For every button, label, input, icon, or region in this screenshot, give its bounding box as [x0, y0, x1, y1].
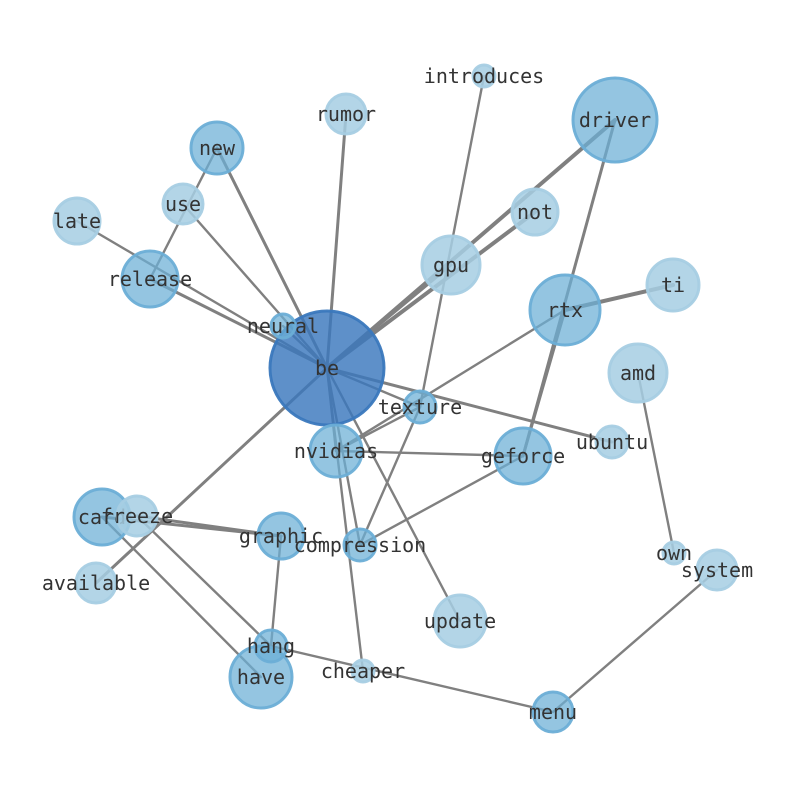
node-circle-hang	[253, 628, 289, 664]
node-be[interactable]: be	[268, 309, 386, 427]
node-circle-amd	[607, 342, 669, 404]
edge-card-have	[100, 515, 263, 679]
node-label-rumor: rumor	[316, 102, 376, 126]
node-neural[interactable]: neural	[247, 312, 319, 340]
node-ti[interactable]: ti	[645, 257, 701, 313]
node-label-not: not	[517, 200, 553, 224]
node-label-rtx: rtx	[547, 298, 583, 322]
node-circle-release	[120, 249, 180, 309]
node-ubuntu[interactable]: ubuntu	[576, 424, 648, 460]
node-circle-update	[432, 593, 488, 649]
node-label-use: use	[165, 192, 201, 216]
node-new[interactable]: new	[189, 120, 245, 176]
edge-hang-menu	[269, 644, 555, 714]
edge-rtx-nvidias	[334, 308, 567, 453]
node-label-own: own	[656, 541, 692, 565]
node-circle-ubuntu	[594, 424, 630, 460]
node-label-nvidias: nvidias	[294, 439, 378, 463]
node-circle-ti	[645, 257, 701, 313]
node-not[interactable]: not	[510, 187, 560, 237]
node-layer: bedriverrtxgeforcenvidiasreleasenewcardh…	[42, 63, 753, 734]
node-gpu[interactable]: gpu	[420, 234, 482, 296]
node-label-amd: amd	[620, 361, 656, 385]
node-label-hang: hang	[247, 634, 295, 658]
node-amd[interactable]: amd	[607, 342, 669, 404]
node-freeze[interactable]: freeze	[101, 494, 173, 538]
node-label-driver: driver	[579, 108, 651, 132]
node-update[interactable]: update	[424, 593, 496, 649]
node-late[interactable]: late	[52, 196, 102, 246]
node-label-available: available	[42, 571, 150, 595]
node-circle-texture	[402, 389, 438, 425]
node-circle-neural	[269, 312, 297, 340]
node-label-ubuntu: ubuntu	[576, 430, 648, 454]
node-label-update: update	[424, 609, 496, 633]
node-circle-nvidias	[308, 423, 364, 479]
edge-texture-compression	[358, 405, 422, 547]
node-label-introduces: introduces	[424, 64, 544, 88]
node-label-graphic: graphic	[239, 524, 323, 548]
node-label-menu: menu	[529, 700, 577, 724]
node-compression[interactable]: compression	[294, 527, 426, 563]
node-system[interactable]: system	[681, 548, 753, 592]
node-circle-available	[74, 561, 118, 605]
node-label-release: release	[108, 267, 192, 291]
node-circle-graphic	[256, 511, 306, 561]
node-cheaper[interactable]: cheaper	[321, 658, 405, 684]
node-circle-introduces	[471, 63, 497, 89]
node-label-cheaper: cheaper	[321, 659, 405, 683]
node-circle-driver	[571, 76, 659, 164]
edge-freeze-hang	[135, 514, 273, 648]
node-label-neural: neural	[247, 314, 319, 338]
node-geforce[interactable]: geforce	[481, 426, 565, 486]
node-circle-be	[268, 309, 386, 427]
node-circle-new	[189, 120, 245, 176]
node-circle-cheaper	[350, 658, 376, 684]
node-label-ti: ti	[661, 273, 685, 297]
node-graphic[interactable]: graphic	[239, 511, 323, 561]
node-driver[interactable]: driver	[571, 76, 659, 164]
node-introduces[interactable]: introduces	[424, 63, 544, 89]
edge-nvidias-geforce	[334, 449, 525, 458]
node-label-be: be	[315, 356, 339, 380]
node-label-gpu: gpu	[433, 253, 469, 277]
node-texture[interactable]: texture	[378, 389, 462, 425]
node-rtx[interactable]: rtx	[528, 273, 602, 347]
node-label-have: have	[237, 665, 285, 689]
node-circle-own	[661, 540, 687, 566]
edge-menu-system	[551, 568, 719, 714]
node-circle-freeze	[115, 494, 159, 538]
node-label-system: system	[681, 558, 753, 582]
node-circle-use	[161, 182, 205, 226]
node-own[interactable]: own	[656, 540, 692, 566]
node-use[interactable]: use	[161, 182, 205, 226]
node-circle-compression	[342, 527, 378, 563]
edge-amd-own	[636, 371, 676, 555]
node-circle-not	[510, 187, 560, 237]
node-label-late: late	[53, 209, 101, 233]
node-release[interactable]: release	[108, 249, 192, 309]
edge-geforce-compression	[358, 454, 525, 547]
node-circle-geforce	[493, 426, 553, 486]
node-label-freeze: freeze	[101, 504, 173, 528]
node-circle-system	[695, 548, 739, 592]
node-label-geforce: geforce	[481, 444, 565, 468]
node-rumor[interactable]: rumor	[316, 92, 376, 136]
node-circle-rumor	[324, 92, 368, 136]
node-circle-late	[52, 196, 102, 246]
node-menu[interactable]: menu	[529, 690, 577, 734]
node-nvidias[interactable]: nvidias	[294, 423, 378, 479]
node-circle-rtx	[528, 273, 602, 347]
node-hang[interactable]: hang	[247, 628, 295, 664]
node-circle-menu	[531, 690, 575, 734]
node-circle-gpu	[420, 234, 482, 296]
node-label-compression: compression	[294, 533, 426, 557]
node-label-texture: texture	[378, 395, 462, 419]
node-label-new: new	[199, 136, 236, 160]
node-available[interactable]: available	[42, 561, 150, 605]
